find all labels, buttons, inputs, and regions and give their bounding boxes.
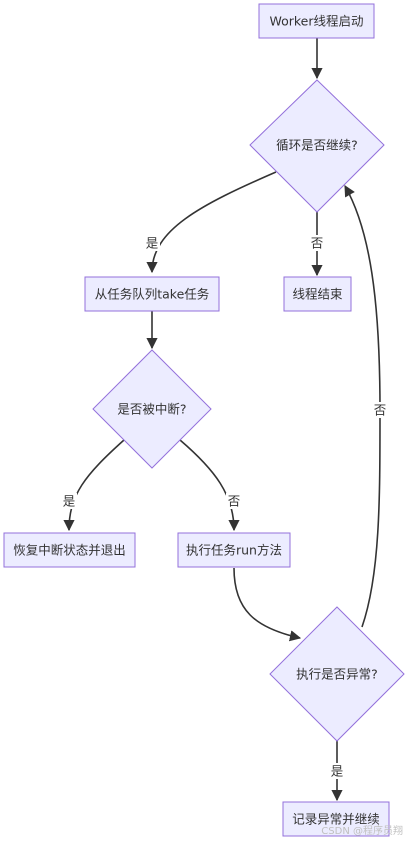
node-start: Worker线程启动 (258, 3, 375, 39)
node-thread-end-label: 线程结束 (292, 287, 343, 302)
edge-run-to-exception (233, 567, 302, 642)
node-take-task-label: 从任务队列take任务 (95, 287, 210, 302)
node-loop-check: 循环是否继续? (249, 79, 385, 213)
node-restore-exit-label: 恢复中断状态并退出 (13, 543, 126, 558)
edge-label-exception-no: 否 (374, 403, 387, 418)
edge-label-loop-yes: 是 (146, 236, 159, 251)
node-thread-end: 线程结束 (283, 276, 352, 312)
edge-loop-yes-to-take (146, 171, 277, 274)
node-run-task-label: 执行任务run方法 (186, 543, 282, 558)
node-interrupted-check-label: 是否被中断? (117, 402, 186, 417)
node-exception-check: 执行是否异常? (269, 606, 405, 742)
node-exception-check-label: 执行是否异常? (296, 667, 378, 682)
watermark: CSDN @程序员翔 (321, 826, 403, 837)
node-take-task: 从任务队列take任务 (84, 276, 220, 312)
node-run-task: 执行任务run方法 (177, 532, 291, 568)
node-log-continue: 记录异常并继续 (282, 801, 390, 837)
edge-label-exception-yes: 是 (331, 764, 344, 779)
edge-labels: 是 否 是 否 是 否 (61, 235, 388, 779)
edge-label-interrupted-yes: 是 (63, 494, 76, 509)
edge-label-loop-no: 否 (311, 236, 324, 251)
node-loop-check-label: 循环是否继续? (276, 138, 358, 153)
node-restore-exit: 恢复中断状态并退出 (3, 532, 136, 568)
edge-label-interrupted-no: 否 (228, 494, 241, 509)
node-interrupted-check: 是否被中断? (92, 349, 212, 469)
node-log-continue-label: 记录异常并继续 (292, 812, 380, 827)
edge-interrupted-no-to-run (179, 439, 240, 532)
node-start-label: Worker线程启动 (269, 14, 363, 29)
edge-interrupted-yes-to-restore (63, 439, 125, 532)
